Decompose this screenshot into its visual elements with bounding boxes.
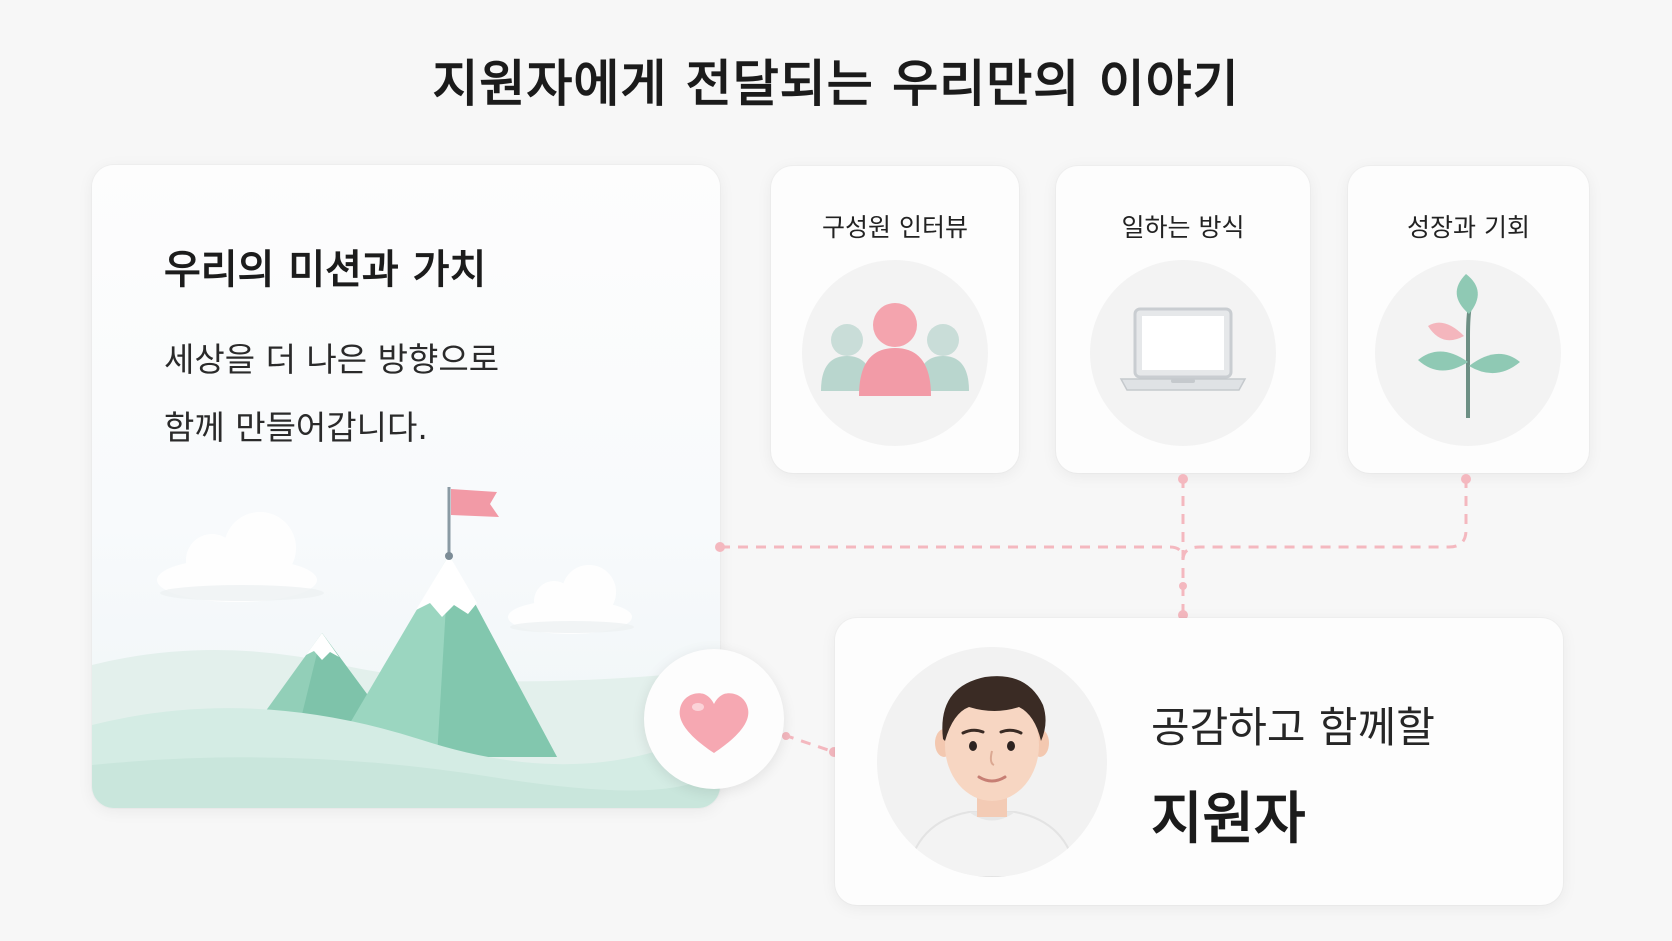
laptop-icon: [1119, 307, 1247, 391]
mission-title: 우리의 미션과 가치: [164, 247, 487, 293]
mountain-illustration: [92, 487, 720, 808]
mission-text-line-2: 함께 만들어갑니다.: [164, 408, 428, 447]
card-way-of-working-label: 일하는 방식: [1121, 213, 1245, 242]
card-member-interview[interactable]: 구성원 인터뷰: [771, 166, 1019, 473]
mission-card: 우리의 미션과 가치 세상을 더 나은 방향으로 함께 만들어갑니다.: [92, 165, 720, 808]
page-title: 지원자에게 전달되는 우리만의 이야기: [432, 55, 1240, 113]
heart-connector: [644, 649, 784, 789]
applicant-subtitle: 공감하고 함께할: [1151, 703, 1435, 752]
avatar: [877, 647, 1107, 877]
heart-icon: [679, 693, 749, 753]
card-growth-opportunity[interactable]: 성장과 기회: [1348, 166, 1589, 473]
card-member-interview-label: 구성원 인터뷰: [822, 213, 968, 242]
sprout-icon: [1418, 274, 1520, 418]
people-icon: [821, 303, 969, 396]
applicant-avatar-icon: [905, 676, 1079, 877]
card-growth-opportunity-label: 성장과 기회: [1407, 213, 1530, 242]
card-way-of-working[interactable]: 일하는 방식: [1056, 166, 1310, 473]
applicant-card: 공감하고 함께할 지원자: [835, 618, 1563, 905]
applicant-role: 지원자: [1151, 787, 1306, 852]
mission-text-line-1: 세상을 더 나은 방향으로: [164, 340, 500, 379]
